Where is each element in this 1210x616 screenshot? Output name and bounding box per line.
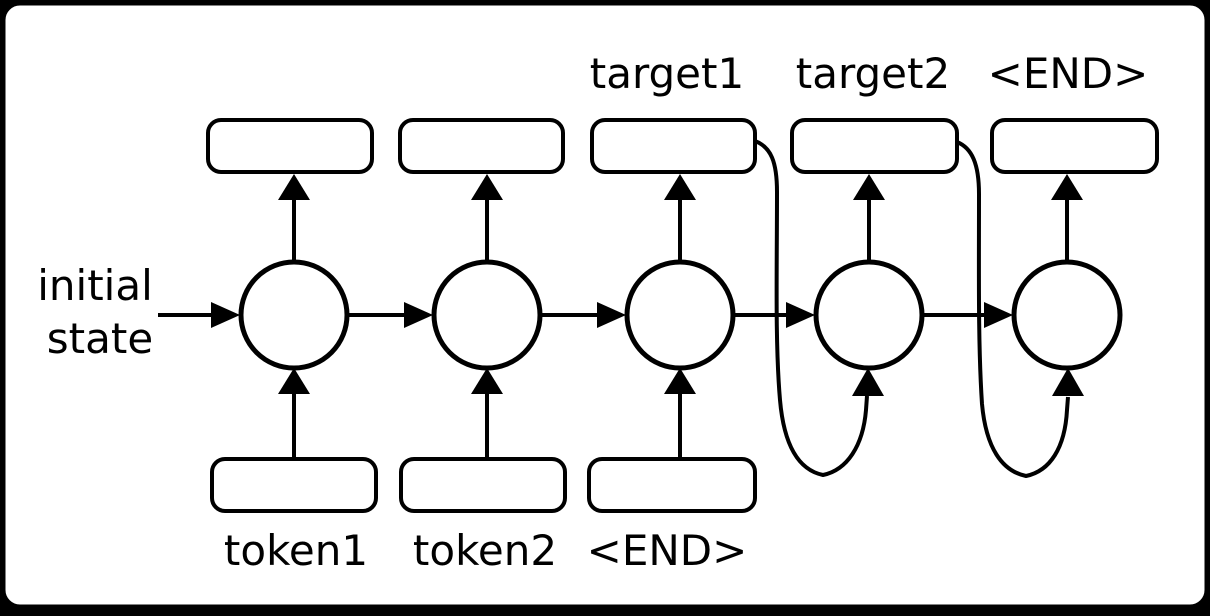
arrow-cell-5-to-output-5 — [1051, 174, 1083, 263]
arrow-input-1-to-cell-1 — [278, 368, 310, 460]
input-label-token1: token1 — [224, 526, 368, 575]
input-label-token2: token2 — [413, 526, 557, 575]
arrow-cell-2-to-output-2 — [471, 174, 503, 263]
arrow-cell-4-to-cell-5 — [922, 302, 1013, 328]
output-box-2 — [398, 118, 565, 174]
input-label-end: <END> — [587, 526, 748, 575]
arrow-cell-4-to-output-4 — [853, 174, 885, 263]
output-label-target1: target1 — [590, 49, 744, 98]
output-label-target2: target2 — [796, 49, 950, 98]
arrow-cell-2-to-cell-3 — [540, 302, 626, 328]
initial-state-label-line1: initial — [37, 261, 153, 310]
output-box-4 — [790, 118, 959, 174]
arrow-cell-3-to-cell-4 — [733, 302, 815, 328]
arrow-initial-to-cell-1 — [158, 302, 240, 328]
rnn-cell-5 — [1011, 259, 1123, 371]
rnn-cell-4 — [813, 259, 925, 371]
rnn-cell-3 — [624, 259, 736, 371]
arrow-cell-1-to-output-1 — [278, 174, 310, 263]
input-box-2 — [399, 457, 567, 513]
output-box-5 — [990, 118, 1159, 174]
feedback-curve-output-4-to-cell-5 — [956, 140, 1084, 479]
input-box-1 — [210, 457, 378, 513]
arrow-cell-1-to-cell-2 — [347, 302, 433, 328]
initial-state-label-line2: state — [47, 314, 153, 363]
output-box-3 — [590, 118, 757, 174]
feedback-curve-output-3-to-cell-4 — [754, 139, 884, 478]
arrow-input-3-to-cell-3 — [664, 368, 696, 460]
rnn-cell-2 — [431, 259, 543, 371]
output-box-1 — [206, 118, 374, 174]
input-box-3 — [587, 457, 757, 513]
rnn-cell-1 — [238, 259, 350, 371]
arrow-input-2-to-cell-2 — [471, 368, 503, 460]
arrow-cell-3-to-output-3 — [664, 174, 696, 263]
output-label-end: <END> — [988, 49, 1149, 98]
